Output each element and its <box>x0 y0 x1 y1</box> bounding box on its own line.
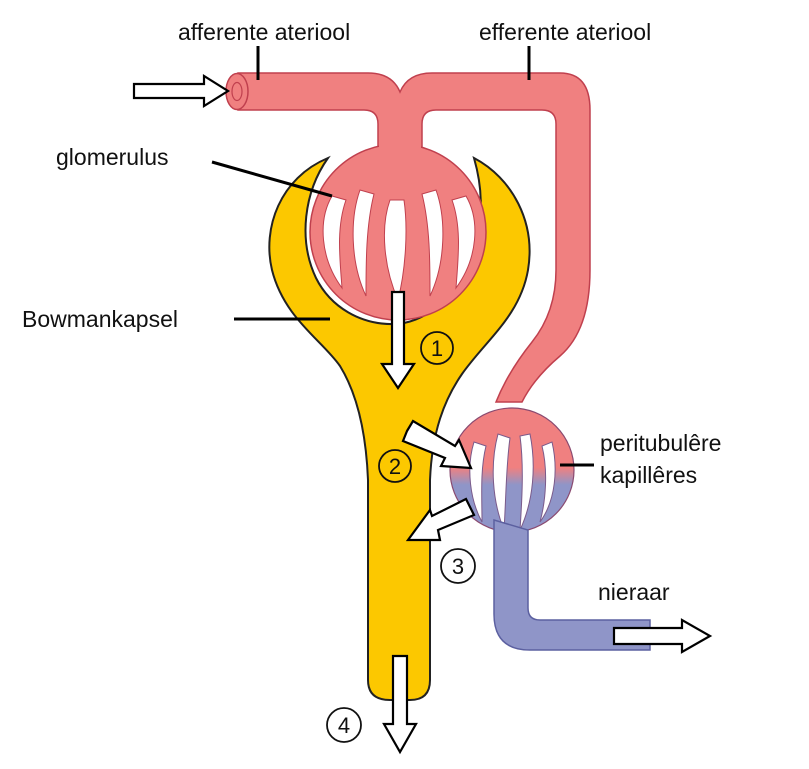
glomerulus-label: glomerulus <box>56 144 169 170</box>
renal-vein-label: nieraar <box>598 579 670 605</box>
blood-outflow-arrow <box>612 618 713 654</box>
step-1-label: 1 <box>431 336 443 361</box>
step-3-label: 3 <box>452 554 464 579</box>
urine-outflow-arrow <box>382 654 418 755</box>
reabsorption-arrow <box>401 419 473 470</box>
step-2-label: 2 <box>389 454 401 479</box>
efferent-arteriole-label: efferente ateriool <box>479 19 651 45</box>
step-4-label: 4 <box>338 713 350 738</box>
step-marker-3: 3 <box>440 548 476 584</box>
filtration-arrow <box>379 290 417 390</box>
peritubular-capillary-loops <box>469 433 556 531</box>
step-marker-2: 2 <box>378 449 412 483</box>
peritubular-label-line1: peritubulêre <box>600 430 721 456</box>
step-marker-4: 4 <box>326 707 362 743</box>
step-marker-1: 1 <box>420 331 454 365</box>
arteriole-vessel <box>237 72 591 403</box>
afferent-arteriole-label: afferente ateriool <box>178 19 350 45</box>
secretion-arrow <box>405 497 476 542</box>
blood-inflow-arrow <box>132 74 231 108</box>
glomerulus-leader <box>211 160 333 198</box>
peritubular-label-line2: kapillêres <box>600 462 697 488</box>
bowman-capsule-label: Bowmankapsel <box>22 306 178 332</box>
glomerulus-capillary-loops <box>322 189 476 302</box>
